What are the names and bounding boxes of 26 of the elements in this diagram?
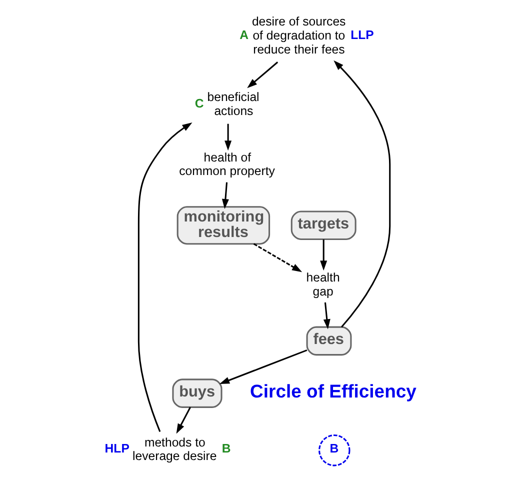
arrow	[138, 122, 192, 432]
node-text: health gap	[306, 270, 340, 298]
arrow	[323, 302, 330, 330]
label: Circle of Efficiency	[250, 380, 416, 402]
node-box: fees	[306, 326, 352, 356]
arrow	[253, 243, 302, 272]
node-box: monitoring results	[176, 206, 270, 245]
arrow	[320, 239, 328, 271]
arrow	[224, 124, 232, 151]
arrow	[247, 62, 278, 88]
node-label: LLP	[350, 28, 374, 42]
node-label: HLP	[104, 441, 130, 456]
node-text: beneficial actions	[207, 90, 260, 118]
node-text: desire of sources of degradation to reduce their fees	[252, 14, 346, 56]
node-label: A	[240, 28, 249, 42]
node-text: methods to leverage desire	[132, 435, 217, 464]
node-label: C	[194, 96, 204, 110]
node-box: targets	[290, 210, 356, 240]
arrow	[222, 182, 229, 210]
node-label: B	[222, 441, 231, 456]
arrow	[219, 350, 308, 384]
arrow	[176, 406, 191, 434]
node-text: health of common property	[179, 150, 275, 178]
arrow	[334, 60, 391, 328]
label: B	[330, 441, 339, 456]
node-box: buys	[172, 378, 222, 408]
